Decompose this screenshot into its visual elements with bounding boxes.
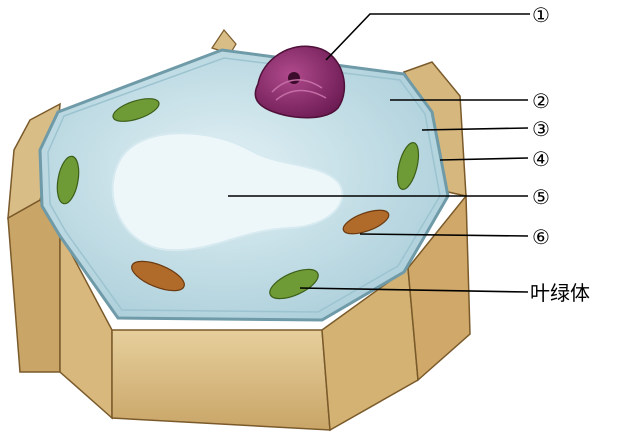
label-1: ① [532,3,550,27]
label-2: ② [532,89,550,113]
label-5: ⑤ [532,185,550,209]
label-chloroplast: 叶绿体 [530,281,590,305]
label-6: ⑥ [532,225,550,249]
label-4: ④ [532,147,550,171]
label-3: ③ [532,117,550,141]
